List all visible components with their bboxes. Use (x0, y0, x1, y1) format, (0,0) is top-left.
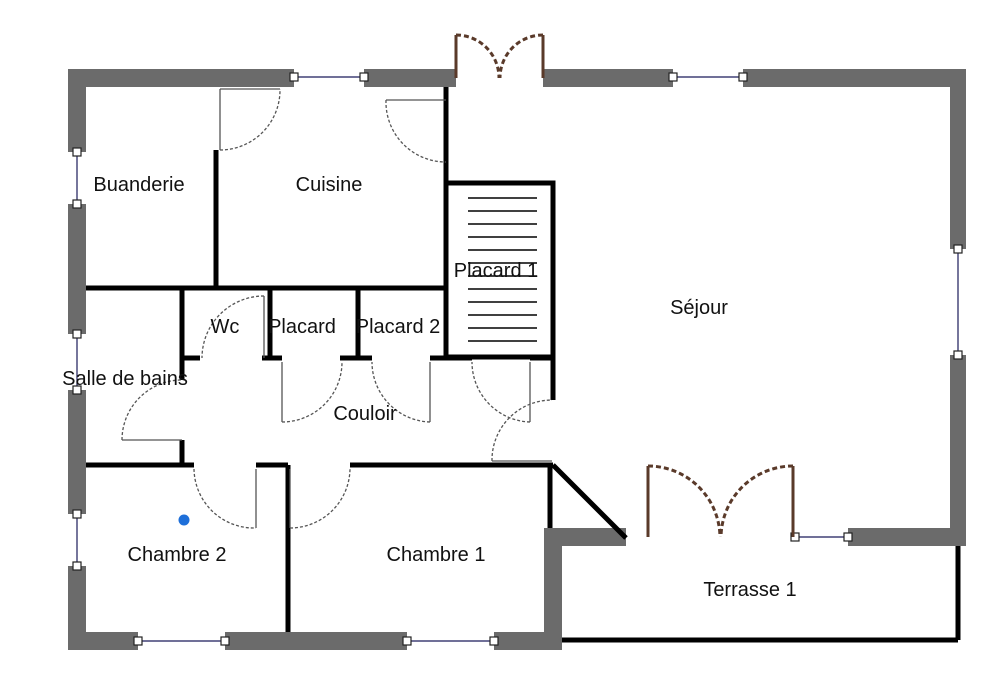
label-terrasse-1: Terrasse 1 (703, 579, 796, 601)
interior-doors (121, 88, 553, 529)
label-salle-de-bains: Salle de bains (62, 368, 188, 390)
label-wc: Wc (211, 316, 240, 338)
ext-wall-top-3 (543, 69, 673, 87)
windows (72, 72, 963, 646)
label-couloir: Couloir (333, 403, 397, 425)
label-placard-2: Placard 2 (356, 316, 441, 338)
french-doors (454, 33, 795, 538)
ext-wall-bottom-2 (225, 632, 407, 650)
staircase (468, 197, 537, 342)
ext-wall-right-1 (950, 69, 966, 249)
ext-wall-terrace-left (544, 528, 562, 650)
ext-wall-terrace-top (544, 528, 626, 546)
label-placard: Placard (268, 316, 336, 338)
exterior-walls (68, 69, 966, 650)
interior-walls (86, 87, 961, 643)
ext-wall-left-4 (68, 566, 86, 650)
ext-wall-left-1 (68, 69, 86, 152)
ext-wall-left-3 (68, 390, 86, 514)
label-buanderie: Buanderie (93, 174, 184, 196)
ext-wall-top-1 (68, 69, 294, 87)
label-sejour: Séjour (670, 297, 728, 319)
ext-wall-top-4 (743, 69, 966, 87)
ext-wall-right-2 (950, 355, 966, 540)
label-chambre-1: Chambre 1 (387, 544, 486, 566)
ext-wall-bottom-1 (68, 632, 138, 650)
ext-wall-top-2 (364, 69, 456, 87)
ext-wall-terrace-top-right (848, 528, 966, 546)
label-cuisine: Cuisine (296, 174, 363, 196)
location-marker (178, 514, 190, 526)
ext-wall-bottom-3 (494, 632, 560, 650)
label-chambre-2: Chambre 2 (128, 544, 227, 566)
ext-wall-left-2 (68, 204, 86, 334)
label-placard-1: Placard 1 (454, 260, 539, 282)
room-labels: Buanderie Cuisine Placard 1 Séjour Wc Pl… (62, 174, 797, 601)
